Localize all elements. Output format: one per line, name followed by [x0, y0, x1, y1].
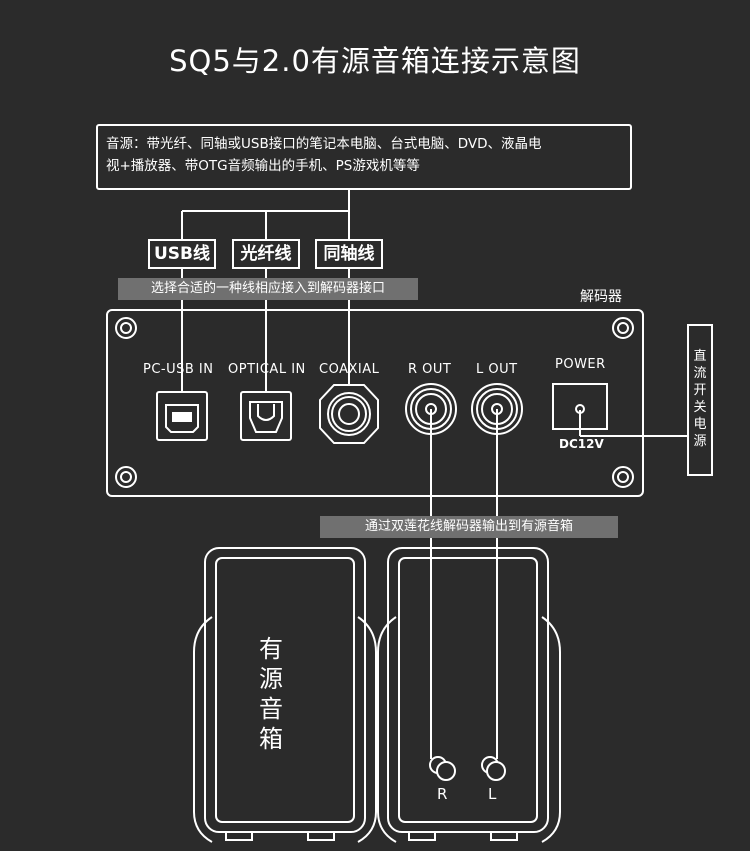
usb-b-port-icon	[156, 391, 208, 441]
speaker-r-input-label: R	[437, 785, 448, 803]
screw-icon	[115, 317, 137, 339]
speaker-char: 有	[259, 635, 283, 663]
connect-hint-bar: 选择合适的一种线相应接入到解码器接口	[118, 278, 418, 300]
optical-cable-label: 光纤线	[232, 239, 300, 269]
source-line-1: 音源：带光纤、同轴或USB接口的笔记本电脑、台式电脑、DVD、液晶电	[106, 136, 542, 152]
output-hint-bar: 通过双莲花线解码器输出到有源音箱	[320, 516, 618, 538]
speaker-label: 有 源 音 箱	[251, 634, 291, 754]
usb-cable-label: USB线	[148, 239, 216, 269]
speaker-char: 箱	[259, 725, 283, 753]
source-line-2: 视+播放器、带OTG音频输出的手机、PS游戏机等等	[106, 158, 420, 174]
coaxial-cable-label: 同轴线	[315, 239, 383, 269]
panel-screws	[115, 317, 634, 488]
power-char: 关	[693, 400, 707, 415]
r-out-jack-icon	[405, 383, 457, 435]
power-char: 直	[693, 349, 707, 364]
left-speaker-icon	[193, 547, 377, 843]
coaxial-port-label: COAXIAL	[319, 362, 380, 377]
coaxial-port-icon	[319, 384, 379, 444]
l-out-jack-icon	[471, 383, 523, 435]
right-speaker-icon	[377, 547, 561, 843]
dc-power-supply-box: 直 流 开 关 电 源	[687, 324, 713, 476]
power-char: 电	[693, 417, 707, 432]
decoder-label: 解码器	[580, 289, 622, 305]
speaker-char: 音	[259, 695, 283, 723]
optical-port-label: OPTICAL IN	[228, 362, 306, 377]
rca-plugs-icon	[429, 756, 506, 781]
screw-icon	[612, 317, 634, 339]
decoder-rear-panel	[106, 309, 644, 497]
power-label: POWER	[555, 357, 606, 372]
power-char: 流	[693, 366, 707, 381]
usb-port-label: PC-USB IN	[143, 362, 214, 377]
dc-voltage-label: DC12V	[559, 437, 604, 451]
power-socket-icon	[552, 383, 608, 430]
source-description-box: 音源：带光纤、同轴或USB接口的笔记本电脑、台式电脑、DVD、液晶电 视+播放器…	[96, 124, 632, 190]
speaker-l-input-label: L	[488, 785, 497, 803]
power-char: 源	[693, 434, 707, 449]
page-title: SQ5与2.0有源音箱连接示意图	[169, 44, 581, 78]
screw-icon	[612, 466, 634, 488]
speaker-char: 源	[259, 665, 283, 693]
power-char: 开	[693, 383, 707, 398]
r-out-label: R OUT	[408, 362, 452, 377]
screw-icon	[115, 466, 137, 488]
optical-port-icon	[240, 391, 292, 441]
l-out-label: L OUT	[476, 362, 518, 377]
